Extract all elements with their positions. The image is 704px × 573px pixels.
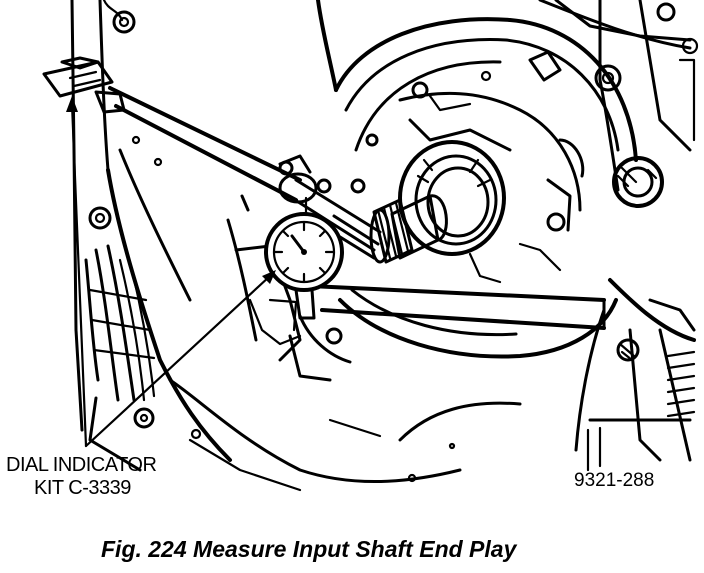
arrowhead-dial xyxy=(262,270,276,284)
lower-support-bar xyxy=(248,284,606,382)
figure-caption: Fig. 224 Measure Input Shaft End Play xyxy=(101,536,518,562)
callout-label-line1: DIAL INDICATOR xyxy=(6,454,156,476)
pump-housing xyxy=(334,17,638,359)
figure-reference-number: 9321-288 xyxy=(574,470,654,491)
leader-line-clamp xyxy=(70,102,88,448)
arrowhead-clamp xyxy=(66,96,78,112)
mounting-clamp xyxy=(42,60,114,98)
callout-label-line2: KIT C-3339 xyxy=(34,477,131,499)
leader-line-dial xyxy=(84,274,272,448)
callout-leaders xyxy=(66,96,276,448)
transmission-housing xyxy=(70,0,699,472)
dial-indicator-tool xyxy=(42,56,382,320)
input-shaft xyxy=(369,140,506,264)
extension-rod xyxy=(108,86,302,182)
bell-housing-left xyxy=(84,135,522,492)
dial-needle xyxy=(290,234,306,254)
